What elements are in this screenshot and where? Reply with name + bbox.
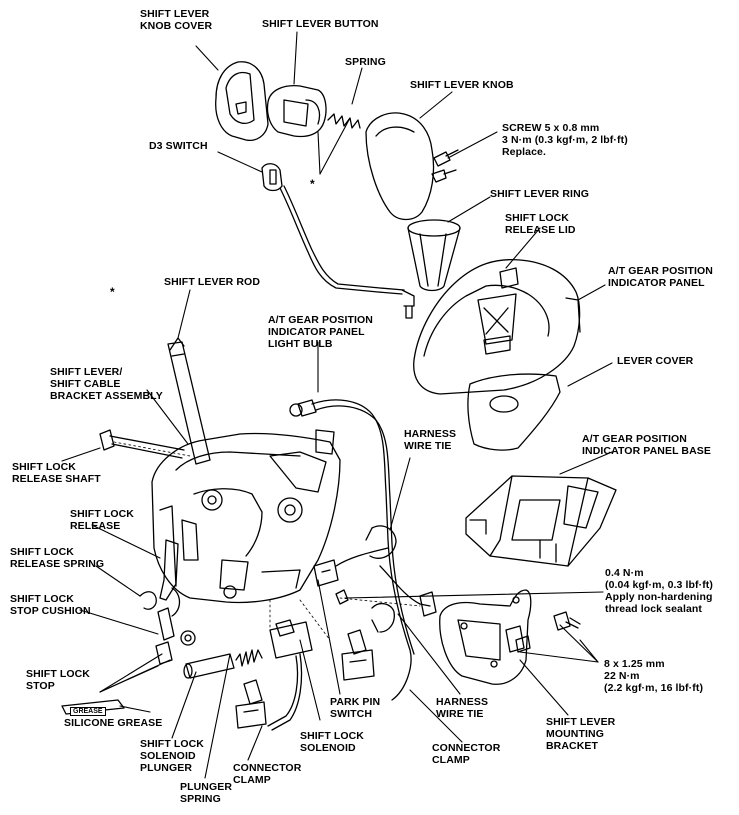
harness-wire-part [289,399,437,701]
label-harness-wire-tie-lower: HARNESS WIRE TIE [436,696,489,720]
d3-switch-part [261,163,415,319]
label-shift-lock-release-shaft: SHIFT LOCK RELEASE SHAFT [12,461,101,485]
harness-wire-tie-upper-part [365,525,397,559]
assembly-guide-lines [113,441,421,641]
connector-clamp-lower-part [235,679,267,729]
shift-lock-solenoid-part [267,619,313,731]
silicone-grease-tube [61,699,125,715]
small-screw-part [335,589,349,605]
shift-lever-ring-part [407,219,461,292]
label-indicator-panel-light-bulb: A/T GEAR POSITION INDICATOR PANEL LIGHT … [268,314,373,350]
label-plunger-spring: PLUNGER SPRING [180,781,233,805]
shift-lock-solenoid-plunger-part [183,653,235,679]
shift-lever-knob-part [365,112,435,221]
shift-lock-release-part [139,539,196,665]
shift-lever-bracket-assembly-part [151,429,341,604]
label-shift-lever-button: SHIFT LEVER BUTTON [262,18,379,30]
label-shift-lock-solenoid: SHIFT LOCK SOLENOID [300,730,364,754]
spring-part [327,113,361,129]
shift-lever-mounting-bracket-part [439,589,532,685]
park-pin-switch-part [313,547,389,587]
label-bracket-assembly: SHIFT LEVER/ SHIFT CABLE BRACKET ASSEMBL… [50,366,163,402]
plunger-spring-part [235,649,263,667]
grease-tag: GREASE [70,707,106,716]
label-d3-switch: D3 SWITCH [149,140,208,152]
shift-lever-button-part [266,84,327,138]
label-shift-lever-knob-cover: SHIFT LEVER KNOB COVER [140,8,213,32]
connector-clamp-upper-part [341,629,375,681]
label-lever-cover: LEVER COVER [617,355,694,367]
label-harness-wire-tie-upper: HARNESS WIRE TIE [404,428,457,452]
label-shift-lock-solenoid-plunger: SHIFT LOCK SOLENOID PLUNGER [140,738,204,774]
screws-part [431,149,459,183]
asterisk-top: * [110,285,115,299]
label-park-pin-switch: PARK PIN SWITCH [330,696,381,720]
shift-lever-rod-part [167,337,211,465]
label-shift-lock-release-lid: SHIFT LOCK RELEASE LID [505,212,576,236]
label-indicator-panel: A/T GEAR POSITION INDICATOR PANEL [608,265,713,289]
asterisk-left: * [310,177,315,191]
harness-wire-tie-lower-part [371,602,395,633]
label-shift-lever-mounting-bracket: SHIFT LEVER MOUNTING BRACKET [546,716,616,752]
shift-lever-knob-cover-part [215,61,269,142]
label-shift-lock-stop: SHIFT LOCK STOP [26,668,90,692]
label-shift-lever-knob: SHIFT LEVER KNOB [410,79,514,91]
label-shift-lock-release: SHIFT LOCK RELEASE [70,508,134,532]
lever-cover-part [467,373,561,451]
label-shift-lock-stop-cushion: SHIFT LOCK STOP CUSHION [10,593,91,617]
label-shift-lock-release-spring: SHIFT LOCK RELEASE SPRING [10,546,105,570]
leader-lines [61,31,613,779]
indicator-panel-base-part [465,475,617,567]
label-shift-lever-rod: SHIFT LEVER ROD [164,276,261,288]
label-torque-0-4: 0.4 N·m (0.04 kgf·m, 0.3 lbf·ft) Apply n… [605,567,713,615]
label-shift-lever-ring: SHIFT LEVER RING [490,188,590,200]
label-spring: SPRING [345,56,386,68]
label-connector-clamp-lower: CONNECTOR CLAMP [233,762,302,786]
label-indicator-panel-base: A/T GEAR POSITION INDICATOR PANEL BASE [582,433,711,457]
label-silicone-grease: SILICONE GREASE [64,717,163,729]
shift-lock-release-shaft-part [99,429,185,459]
label-bolt-8x1-25: 8 x 1.25 mm 22 N·m (2.2 kgf·m, 16 lbf·ft… [604,658,704,694]
label-connector-clamp-upper: CONNECTOR CLAMP [432,742,501,766]
label-screw-spec: SCREW 5 x 0.8 mm 3 N·m (0.3 kgf·m, 2 lbf… [502,122,628,158]
indicator-panel-part [413,258,581,395]
mounting-bolts-part [515,611,581,653]
